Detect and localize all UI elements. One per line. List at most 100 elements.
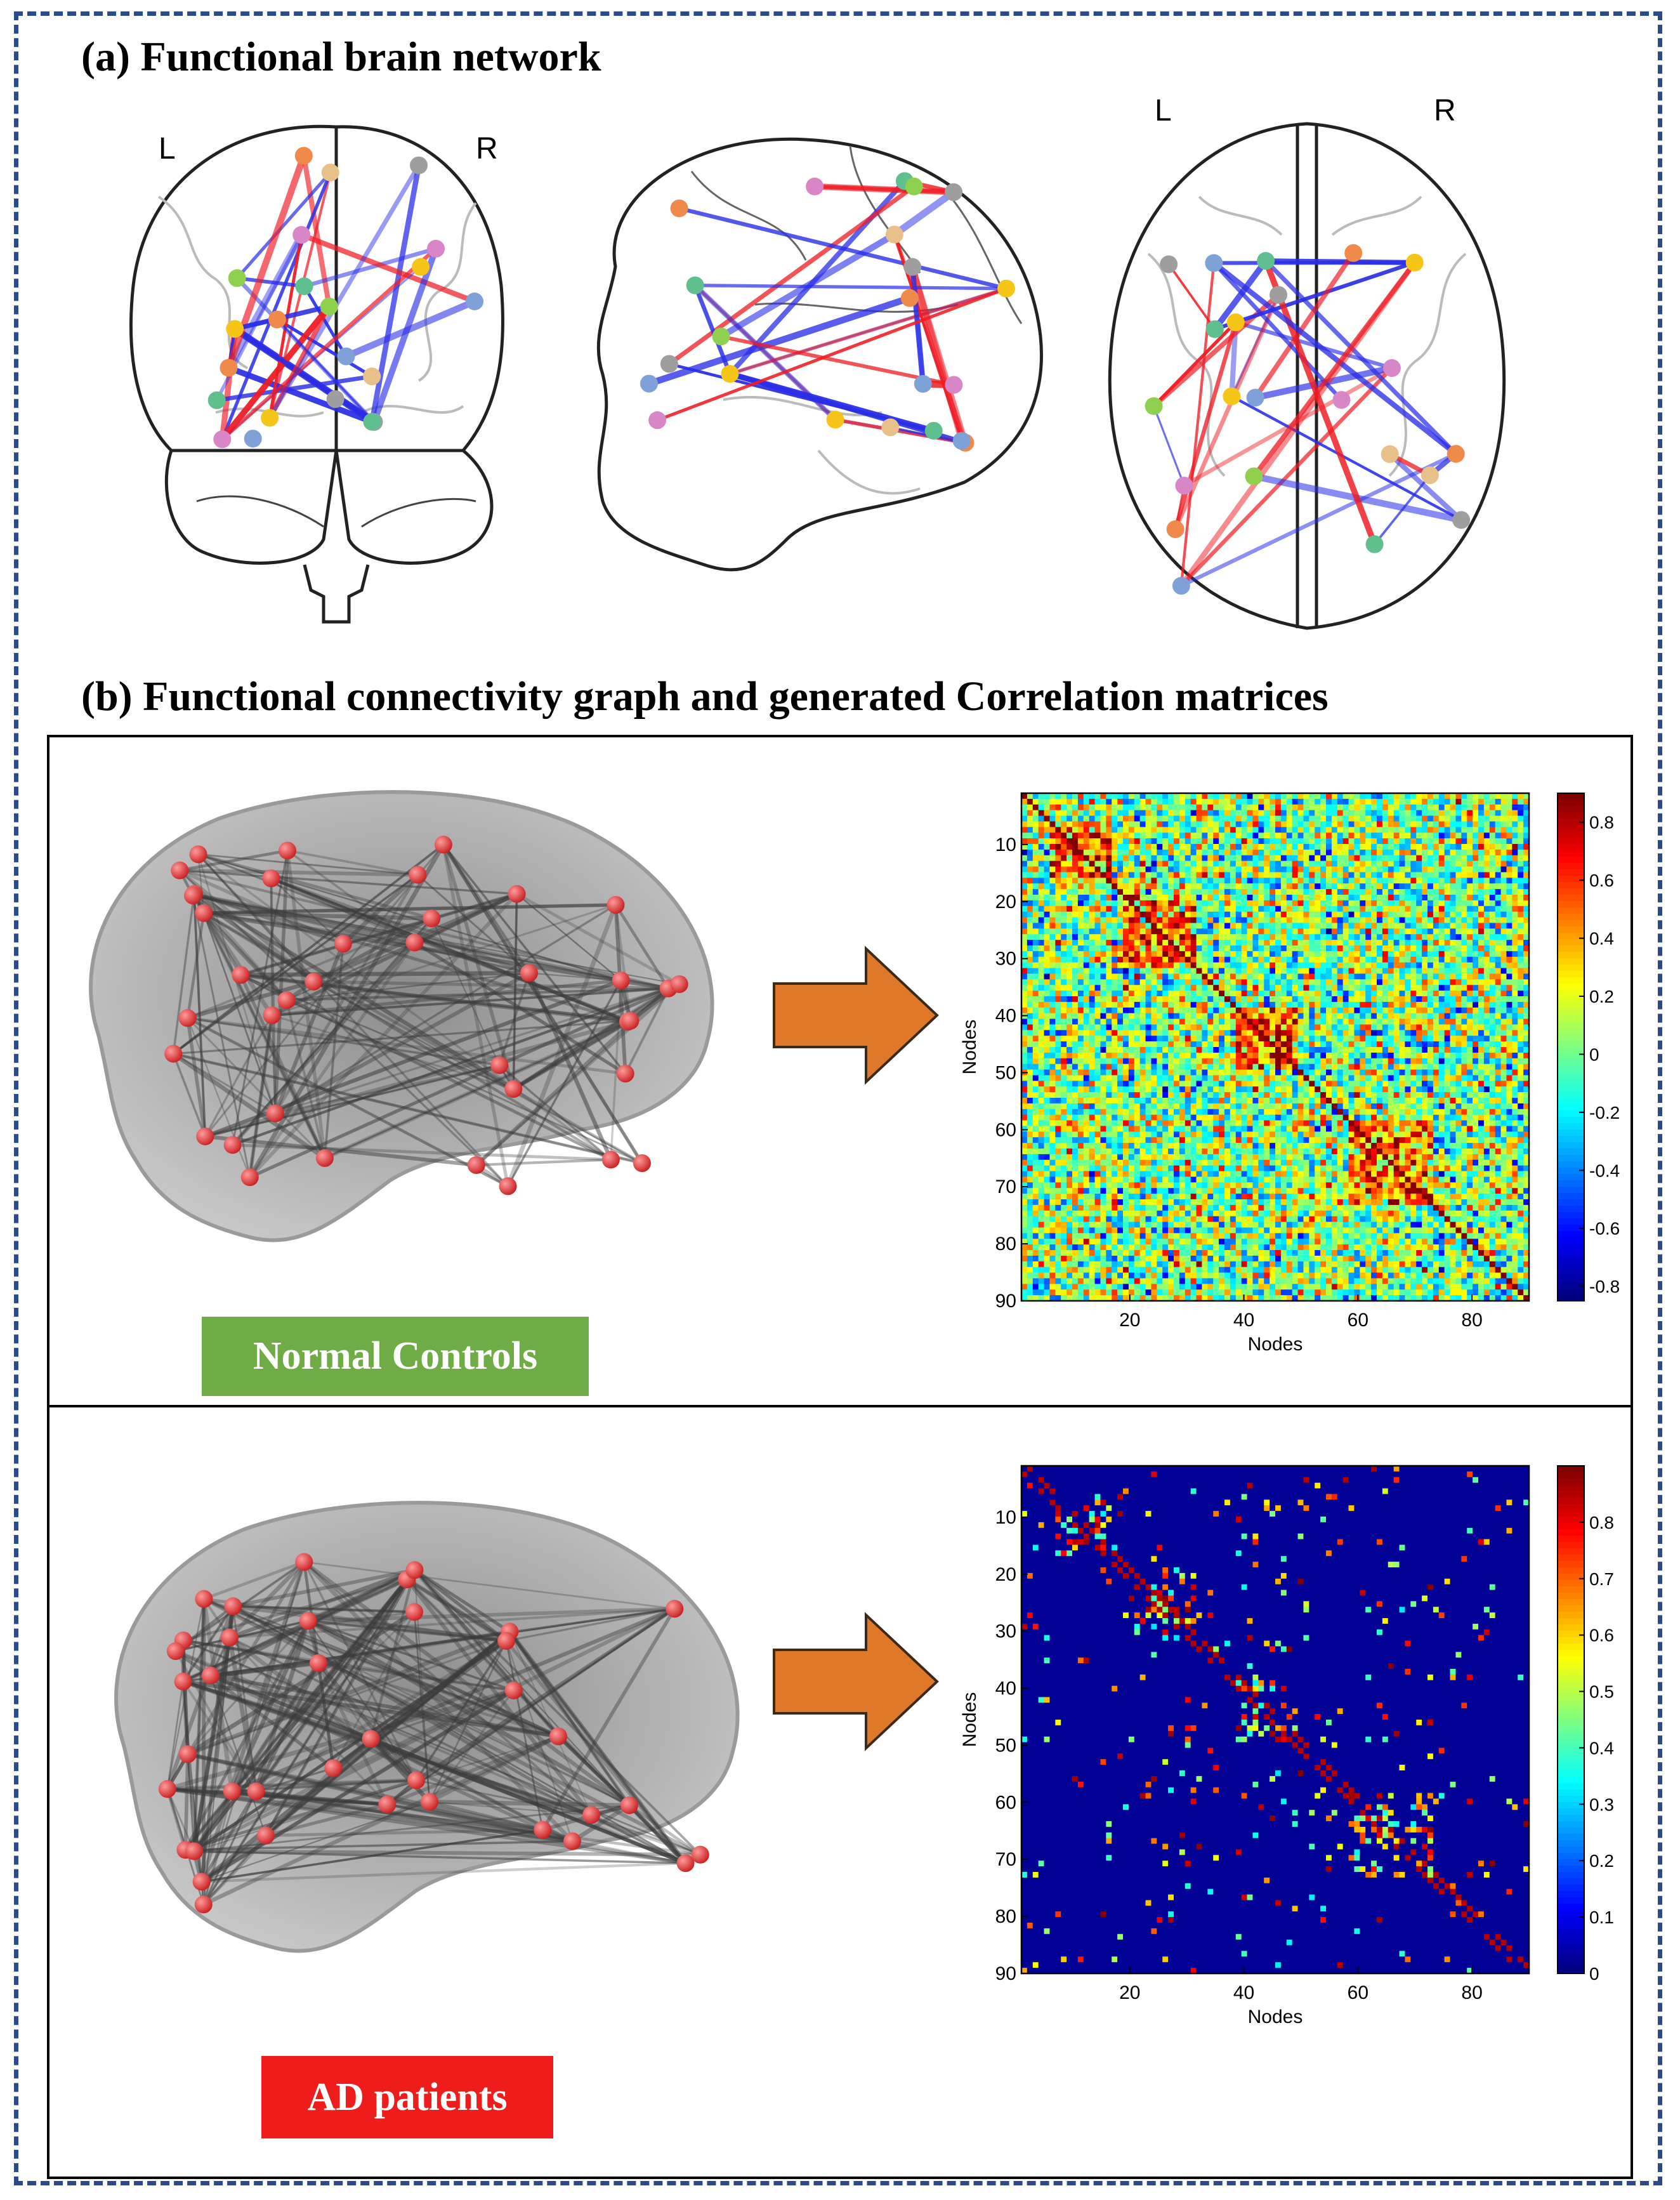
brain-node [378,1795,397,1814]
network-node [321,163,339,181]
brain-node [497,1631,516,1650]
network-node [1175,477,1193,495]
network-node [1166,520,1185,539]
network-node [1205,320,1224,338]
network-node [363,412,381,431]
colorbar-tick-label: 0.1 [1589,1907,1614,1927]
brain-node [691,1845,709,1864]
network-node [903,258,922,276]
network-edge [1264,259,1458,456]
network-node [228,269,246,287]
brain-node [421,1793,439,1811]
network-node [1160,255,1178,273]
x-tick-label: 20 [1119,1982,1140,2003]
colorbar-tick-label: 0.3 [1589,1795,1614,1814]
sagittal-view [596,137,1043,572]
brain-node [164,1044,183,1063]
brain-node [582,1806,601,1824]
network-node [213,430,232,449]
brain-node [676,1854,695,1873]
network-node [1270,286,1288,304]
colorbar-tick-label: 0.8 [1589,813,1614,833]
y-tick-label: 30 [995,949,1016,970]
brain-node [232,966,250,984]
network-edge [1263,260,1377,546]
brain-node [309,1654,327,1672]
network-edge [667,184,915,366]
brain-node [499,1177,517,1196]
x-tick-label: 80 [1461,1982,1482,2003]
network-node [914,374,932,393]
x-tick-label: 60 [1348,1982,1368,2003]
network-node [261,409,279,427]
network-nodes [207,147,1471,595]
brain-node [223,1782,241,1800]
network-node [660,355,678,373]
brain-node [407,1771,426,1789]
brain-node [192,1873,211,1891]
network-node [1257,252,1275,270]
axial-right-label: R [1434,95,1456,128]
y-axis-label: Nodes [959,1692,980,1748]
y-axis-label: Nodes [959,1020,980,1075]
brain-node [178,1009,197,1027]
y-tick-label: 70 [995,1176,1016,1197]
colorbar-tick-label: 0.2 [1589,1851,1614,1871]
brain-node [295,1553,313,1571]
brain-node [223,1136,242,1154]
network-edge [1374,474,1431,545]
brain-node [334,935,352,953]
brain-node [405,1603,424,1621]
network-edge [695,284,1007,291]
network-edge [235,171,332,279]
brain-node [434,836,452,854]
brain-node [409,866,427,884]
network-node [945,376,963,394]
network-edge [227,365,374,425]
network-node [806,177,824,195]
network-node [1405,253,1424,272]
network-edge [657,287,1007,422]
colorbar: 0.80.70.60.50.40.30.20.10 [1557,1465,1614,1984]
brain-node [178,1745,197,1763]
network-node [826,411,844,429]
network-edge [220,304,332,442]
brain-node [195,904,213,922]
brain-node [520,964,538,982]
brain-node [262,869,280,888]
network-edge [1152,321,1237,407]
network-node [1421,466,1439,484]
brain-node [612,972,630,990]
colorbar-tick-label: -0.6 [1589,1219,1620,1239]
y-tick-label: 10 [995,1507,1016,1528]
colorbar-tick-label: 0.4 [1589,929,1614,949]
network-node [1381,445,1399,463]
network-node [952,431,971,450]
brain-node [196,1127,214,1145]
colorbar-tick-label: 0.6 [1589,1626,1614,1645]
brain-node [299,1612,317,1630]
axial-left-label: L [1155,95,1172,128]
network-node [320,297,338,315]
ad-patients-badge: AD patients [261,2056,553,2138]
ad-patients-connectivity-brain [114,1501,740,1953]
coronal-right-label: R [476,132,498,166]
y-tick-label: 20 [995,892,1016,912]
colorbar-tick-label: 0.2 [1589,987,1614,1006]
x-axis-label: Nodes [1248,1334,1303,1355]
arrow-ad-patients [773,1612,939,1751]
network-node [1447,445,1465,463]
network-node [905,177,923,195]
x-tick-label: 40 [1233,1310,1254,1331]
network-node [410,156,428,175]
brain-node [621,1011,640,1030]
network-node [670,199,688,218]
network-node [640,374,658,393]
colorbar-tick-label: 0.5 [1589,1682,1614,1702]
brain-node [247,1782,265,1801]
network-edge [1388,452,1463,522]
network-edge [300,232,476,304]
normal-controls-badge: Normal Controls [202,1317,589,1396]
